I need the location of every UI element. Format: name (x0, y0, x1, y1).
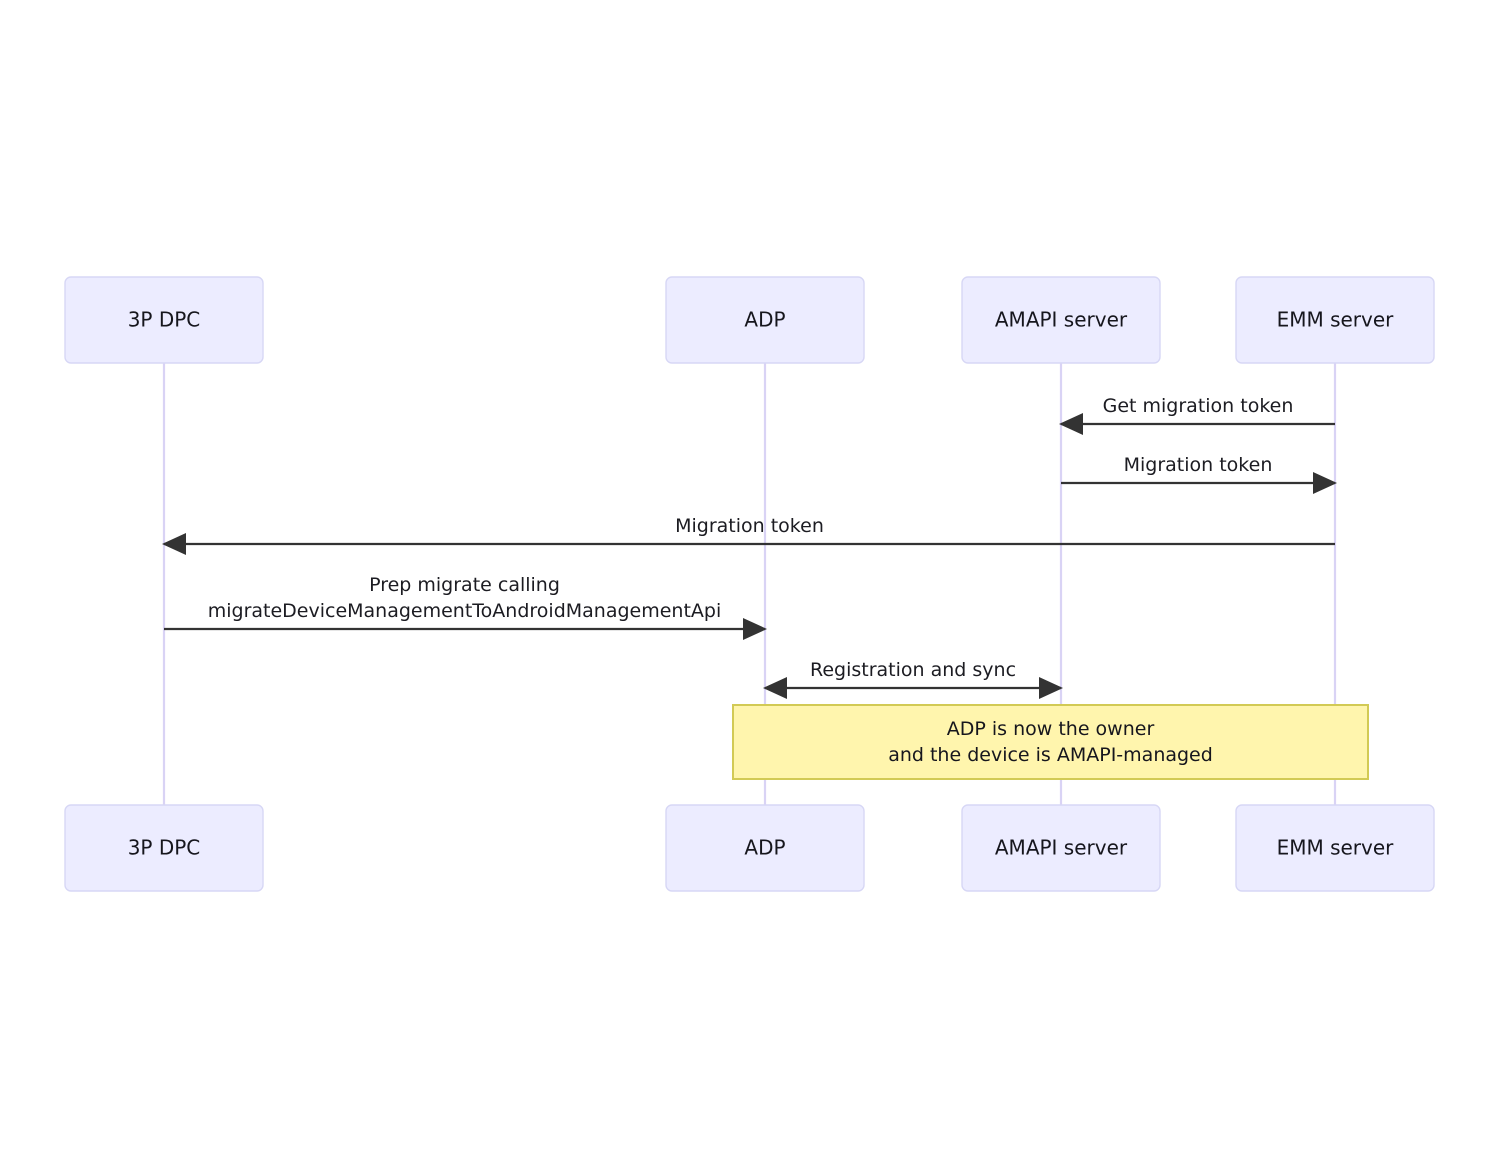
actor-label-amapi: AMAPI server (995, 308, 1128, 332)
message-label-m3-line-1: Migration token (675, 515, 824, 537)
actor-adp-bottom[interactable]: ADP (665, 804, 865, 892)
message-label-m5-line-1: Registration and sync (810, 659, 1016, 681)
actor-box-amapi (961, 276, 1161, 364)
actor-label-emm: EMM server (1277, 308, 1395, 332)
actor-amapi-top[interactable]: AMAPI server (961, 276, 1161, 364)
actor-label-amapi: AMAPI server (995, 836, 1128, 860)
actor-label-dpc: 3P DPC (128, 308, 201, 332)
actor-label-emm: EMM server (1277, 836, 1395, 860)
note-text-n1-line-2: and the device is AMAPI-managed (888, 744, 1213, 766)
message-label-m1-line-1: Get migration token (1103, 395, 1294, 417)
actor-box-adp (665, 804, 865, 892)
actor-label-dpc: 3P DPC (128, 836, 201, 860)
actor-emm-bottom[interactable]: EMM server (1235, 804, 1435, 892)
note-text-n1-line-1: ADP is now the owner (947, 718, 1155, 740)
actor-dpc-top[interactable]: 3P DPC (64, 276, 264, 364)
message-m3: Migration token (161, 515, 1335, 556)
actor-boxes-top: 3P DPC ADP AMAPI server EMM server (64, 276, 1435, 364)
message-label-m2-line-1: Migration token (1124, 454, 1273, 476)
actor-adp-top[interactable]: ADP (665, 276, 865, 364)
message-label-m4-line-1: Prep migrate calling (369, 574, 560, 596)
actor-label-adp: ADP (744, 836, 785, 860)
actor-box-adp (665, 276, 865, 364)
actor-box-emm (1235, 804, 1435, 892)
actor-box-dpc (64, 276, 264, 364)
message-m4: Prep migrate calling migrateDeviceManagem… (164, 574, 768, 641)
message-label-m4-line-2: migrateDeviceManagementToAndroidManageme… (208, 600, 722, 622)
actor-dpc-bottom[interactable]: 3P DPC (64, 804, 264, 892)
actor-box-amapi (961, 804, 1161, 892)
actor-box-dpc (64, 804, 264, 892)
actor-label-adp: ADP (744, 308, 785, 332)
note-n1: ADP is now the owner and the device is AM… (732, 704, 1369, 780)
note-box-n1 (732, 704, 1369, 780)
actor-box-emm (1235, 276, 1435, 364)
actor-amapi-bottom[interactable]: AMAPI server (961, 804, 1161, 892)
message-m1: Get migration token (1058, 395, 1335, 436)
notes-group: ADP is now the owner and the device is AM… (732, 704, 1369, 780)
message-m5: Registration and sync (762, 659, 1064, 700)
actor-boxes-bottom: 3P DPC ADP AMAPI server EMM server (64, 804, 1435, 892)
actor-emm-top[interactable]: EMM server (1235, 276, 1435, 364)
message-m2: Migration token (1061, 454, 1338, 495)
